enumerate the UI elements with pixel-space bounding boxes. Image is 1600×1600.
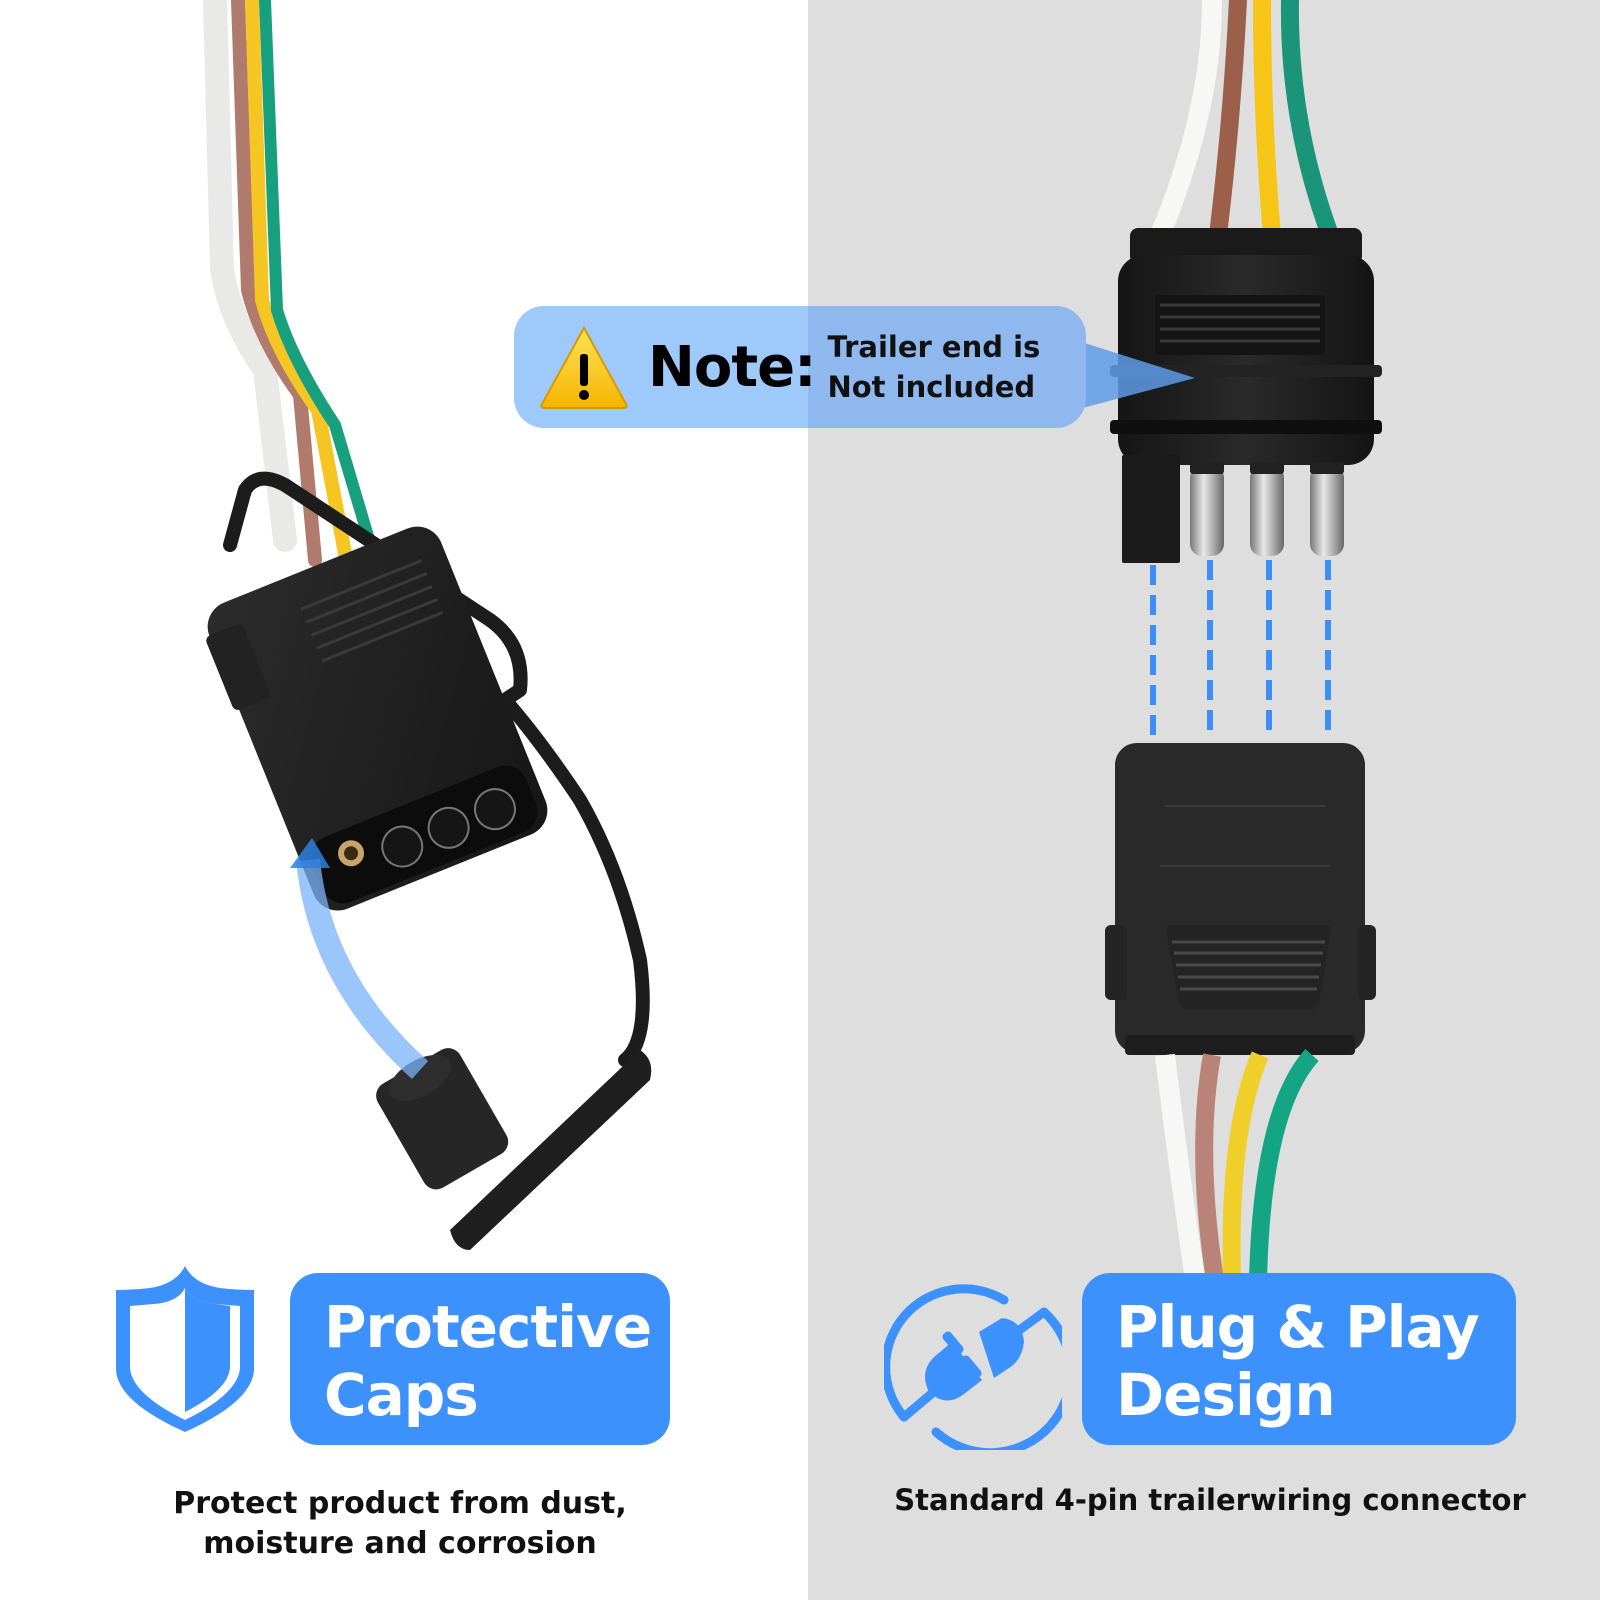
protective-caps-title-line-2: Caps	[324, 1361, 479, 1429]
warning-triangle-icon	[540, 325, 628, 409]
plug-and-play-title-line-1: Plug & Play	[1116, 1293, 1480, 1361]
note-background-right	[808, 306, 1086, 428]
left-connector-body	[206, 526, 548, 911]
plug-and-play-description: Standard 4-pin trailerwiring connector	[880, 1480, 1540, 1520]
curved-arrow-icon	[290, 838, 429, 1079]
plug-and-play-title-box: Plug & Play Design	[1082, 1273, 1516, 1445]
male-connector	[1110, 228, 1382, 563]
left-cap-tether	[223, 471, 650, 1067]
right-top-wire-bundle	[1150, 0, 1339, 245]
note-pointer-triangle	[1075, 340, 1195, 410]
note-text: Trailer end is Not included	[827, 327, 1040, 407]
pin-alignment-dashed-lines	[1150, 560, 1331, 740]
note-label: Note:	[648, 334, 816, 400]
right-bottom-wire-bundle	[1155, 1048, 1319, 1282]
note-text-line-2: Not included	[827, 370, 1036, 404]
note-callout: Note: Trailer end is Not included	[514, 306, 1086, 428]
shield-icon	[116, 1266, 254, 1432]
note-text-line-1: Trailer end is	[827, 330, 1041, 364]
left-wire-bundle	[203, 0, 396, 616]
protective-caps-title-box: Protective Caps	[290, 1273, 670, 1445]
plug-and-play-description-line-1: Standard 4-pin trailerwiring connector	[894, 1483, 1526, 1517]
protective-caps-description: Protect product from dust, moisture and …	[120, 1484, 680, 1564]
protective-caps-description-line-1: Protect product from dust,	[173, 1486, 627, 1521]
left-dust-cap	[376, 1048, 652, 1250]
plug-connect-icon	[884, 1284, 1062, 1450]
plug-and-play-title-line-2: Design	[1116, 1361, 1336, 1429]
protective-caps-title-line-1: Protective	[324, 1293, 652, 1361]
protective-caps-description-line-2: moisture and corrosion	[203, 1526, 597, 1561]
female-connector	[1105, 743, 1376, 1055]
